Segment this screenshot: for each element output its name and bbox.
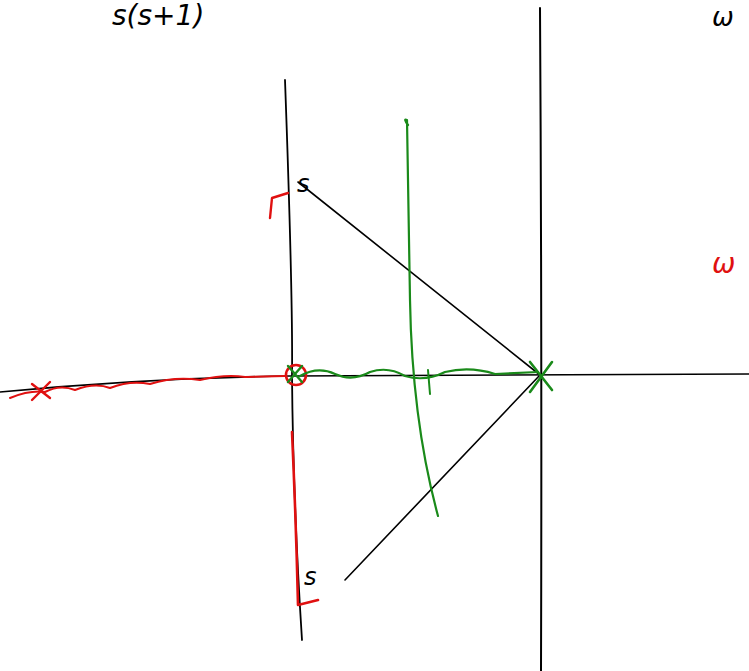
omega-label: ω: [712, 250, 735, 278]
pole-mark: [288, 366, 302, 382]
point-label: s: [297, 172, 310, 196]
green-branch: [405, 120, 438, 516]
point-label: s: [304, 565, 317, 589]
damping-line: [298, 182, 540, 375]
red-locus: [10, 376, 285, 398]
transfer-function: s(s+1): [112, 2, 204, 30]
imaginary-axis: [540, 8, 541, 671]
omega-label: ω: [712, 4, 734, 30]
real-axis: [0, 374, 749, 392]
pole-mark: [530, 362, 552, 392]
green-locus: [300, 369, 538, 378]
damping-line: [345, 375, 540, 580]
red-branch: [292, 432, 318, 605]
red-branch: [270, 193, 288, 218]
green-tick: [428, 370, 430, 394]
locus-curve: [285, 80, 302, 640]
